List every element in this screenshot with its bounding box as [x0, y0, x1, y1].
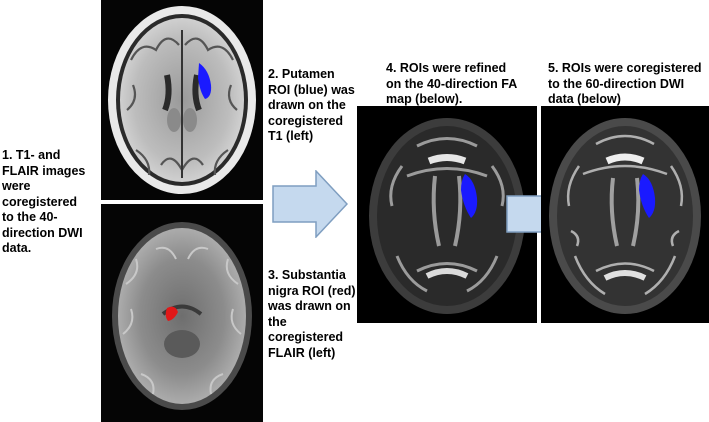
fa-brain-figure — [357, 106, 537, 323]
dwi-60-direction-image — [541, 106, 709, 323]
fa-map-image — [357, 106, 537, 323]
step4-label: 4. ROIs were refined on the 40-direction… — [386, 61, 518, 106]
putamen-roi-blue — [198, 63, 212, 99]
t1-image — [101, 0, 263, 200]
dwi-brain-figure — [541, 106, 709, 323]
putamen-roi-blue-fa — [461, 174, 478, 218]
step5-label: 5. ROIs were coregistered to the 60-dire… — [548, 61, 702, 106]
step2-label: 2. Putamen ROI (blue) was drawn on the c… — [268, 67, 355, 143]
step1-label: 1. T1- and FLAIR images were coregistere… — [2, 148, 86, 255]
putamen-roi-blue-dwi — [639, 174, 656, 218]
substantia-nigra-roi-red — [165, 306, 178, 321]
flair-brain-figure — [101, 204, 263, 422]
arrow-right-1 — [272, 170, 348, 238]
flair-image — [101, 204, 263, 422]
t1-brain-figure — [101, 0, 263, 200]
step3-label: 3. Substantia nigra ROI (red) was drawn … — [268, 268, 356, 360]
